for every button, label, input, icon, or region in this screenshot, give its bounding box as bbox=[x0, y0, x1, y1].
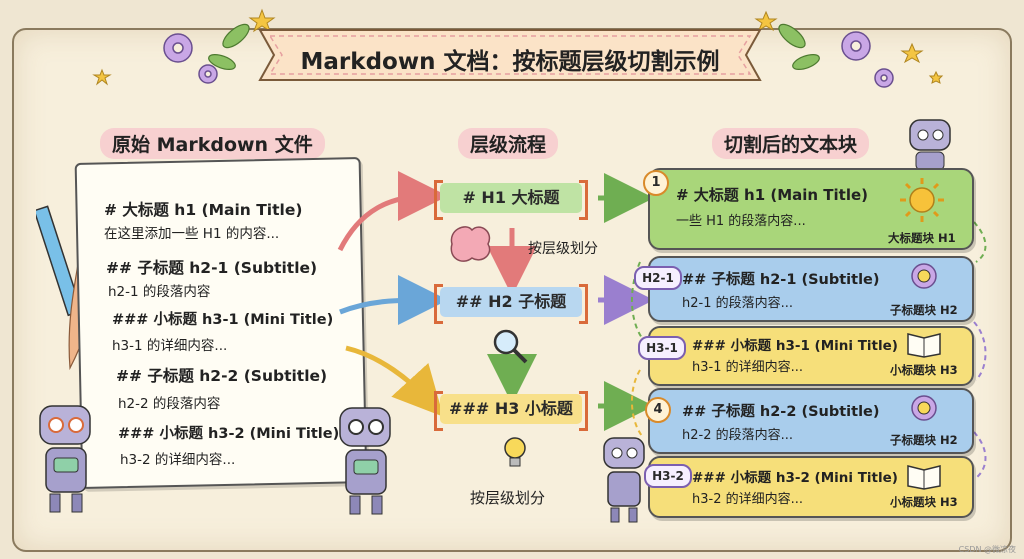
chunk-heading-h2-2: ## 子标题 h2-2 (Subtitle) bbox=[682, 404, 880, 420]
book-icon bbox=[907, 465, 941, 490]
md-heading-h3-2: ### 小标题 h3-2 (Mini Title) bbox=[118, 426, 340, 442]
gear-bulb-icon bbox=[911, 263, 937, 289]
md-body-h2-2: h2-2 的段落内容 bbox=[118, 396, 221, 412]
chunk-tag-h3-1: 小标题块 H3 bbox=[890, 363, 958, 377]
robot-icon bbox=[909, 119, 951, 171]
dashed-link bbox=[973, 321, 987, 381]
dashed-link bbox=[630, 369, 643, 437]
chunk-heading-h3-2: ### 小标题 h3-2 (Mini Title) bbox=[692, 470, 898, 486]
page-title: Markdown 文档：按标题层级切割示例 bbox=[300, 49, 720, 75]
chunk-body-h3-2: h3-2 的详细内容... bbox=[692, 492, 804, 507]
md-heading-h2-2: ## 子标题 h2-2 (Subtitle) bbox=[116, 367, 328, 385]
flow-box-h1: # H1 大标题 bbox=[434, 180, 588, 220]
chunk-marker-4: 4 bbox=[645, 397, 671, 423]
section-heading-source: 原始 Markdown 文件 bbox=[100, 128, 325, 159]
sun-icon bbox=[900, 178, 944, 222]
robot-icon bbox=[39, 405, 91, 513]
section-heading-chunks: 切割后的文本块 bbox=[712, 128, 870, 159]
chunk-marker-h3-1: H3-1 bbox=[638, 336, 686, 360]
chunk-body-h2-2: h2-2 的段落内容... bbox=[682, 428, 794, 443]
chunk-marker-h2-1: H2-1 bbox=[634, 266, 682, 290]
gear-bulb-icon bbox=[911, 395, 937, 421]
chunk-heading-h3-1: ### 小标题 h3-1 (Mini Title) bbox=[692, 338, 898, 354]
leaf-icon bbox=[208, 23, 820, 70]
dashed-link bbox=[631, 261, 643, 339]
arrow-h3 bbox=[345, 345, 444, 417]
flow-box-h3: ### H3 小标题 bbox=[434, 391, 588, 431]
md-body-h2-1: h2-1 的段落内容 bbox=[108, 284, 211, 300]
brain-icon bbox=[450, 226, 491, 262]
chunk-tag-h3-2: 小标题块 H3 bbox=[890, 495, 958, 509]
chunk-marker-h3-2: H3-2 bbox=[644, 464, 692, 488]
star-icon bbox=[92, 8, 944, 86]
md-body-h3-1: h3-1 的详细内容... bbox=[112, 338, 228, 354]
md-body-h3-2: h3-2 的详细内容... bbox=[120, 452, 236, 468]
title-banner bbox=[258, 29, 762, 81]
flow-box-h2: ## H2 子标题 bbox=[434, 284, 588, 324]
flow-label-split-1: 按层级划分 bbox=[528, 241, 598, 257]
chunk-tag-h2-2: 子标题块 H2 bbox=[890, 433, 958, 447]
chunk-body-h2-1: h2-1 的段落内容... bbox=[682, 296, 794, 311]
book-icon bbox=[907, 333, 941, 358]
dashed-link bbox=[973, 431, 987, 479]
arrow-h1 bbox=[337, 171, 448, 252]
md-body-h1: 在这里添加一些 H1 的内容... bbox=[104, 226, 280, 242]
chunk-body-h1: 一些 H1 的段落内容... bbox=[676, 214, 806, 229]
chunk-block-h2-1 bbox=[648, 256, 974, 322]
magnifier-icon bbox=[493, 329, 528, 364]
chunk-heading-h1: # 大标题 h1 (Main Title) bbox=[676, 186, 869, 204]
robot-icon bbox=[339, 407, 391, 515]
lightbulb-icon bbox=[504, 437, 526, 467]
chunk-body-h3-1: h3-1 的详细内容... bbox=[692, 360, 804, 375]
section-heading-flow: 层级流程 bbox=[458, 128, 559, 159]
md-heading-h3-1: ### 小标题 h3-1 (Mini Title) bbox=[112, 312, 334, 328]
robot-icon bbox=[603, 437, 645, 523]
gear-icon bbox=[163, 31, 894, 88]
chunk-tag-h1: 大标题块 H1 bbox=[888, 231, 956, 245]
md-heading-h2-1: ## 子标题 h2-1 (Subtitle) bbox=[106, 259, 318, 277]
chunk-heading-h2-1: ## 子标题 h2-1 (Subtitle) bbox=[682, 272, 880, 288]
chunk-marker-1: 1 bbox=[643, 170, 669, 196]
watermark: CSDN @微凉夜 bbox=[958, 545, 1016, 554]
md-heading-h1: # 大标题 h1 (Main Title) bbox=[104, 201, 303, 219]
flow-label-split-2: 按层级划分 bbox=[470, 489, 546, 507]
chunk-tag-h2-1: 子标题块 H2 bbox=[890, 303, 958, 317]
arrow-h2 bbox=[339, 275, 448, 326]
